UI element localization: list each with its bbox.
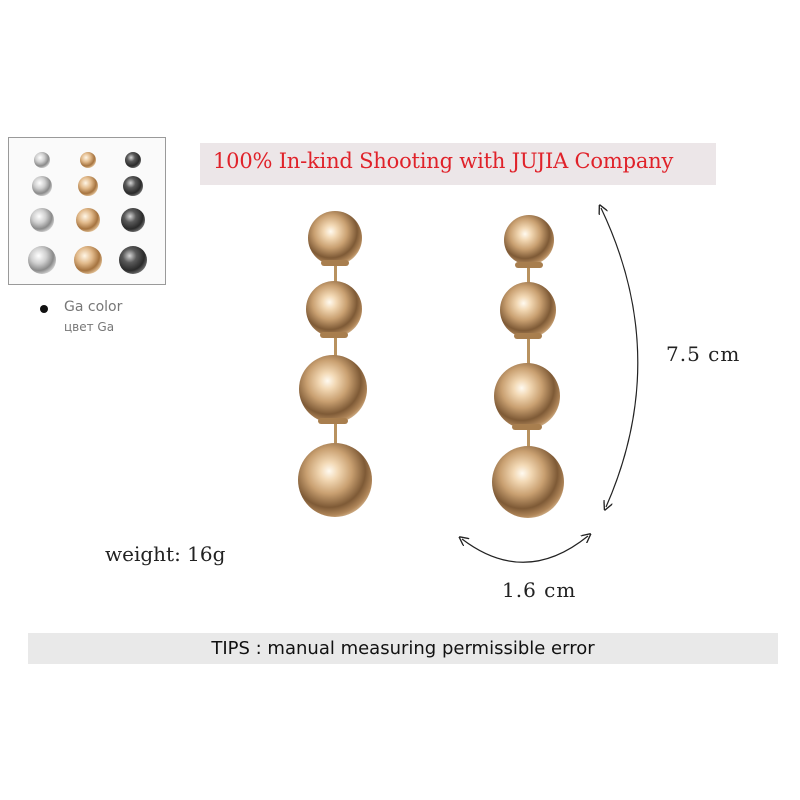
swatch-gold	[74, 152, 102, 274]
swatch-earrings-image	[28, 152, 147, 274]
length-label: 7.5 cm	[666, 342, 741, 366]
color-name: Ga color	[64, 299, 123, 315]
earring-left	[298, 211, 372, 517]
earring-right	[492, 215, 564, 518]
swatch-silver	[28, 152, 56, 274]
banner: 100% In-kind Shooting with JUJIA Company	[200, 143, 716, 185]
banner-text: 100% In-kind Shooting with JUJIA Company	[213, 149, 674, 173]
swatch-gunmetal	[119, 152, 147, 274]
tips-text: TIPS : manual measuring permissible erro…	[211, 638, 595, 659]
tips-bar: TIPS : manual measuring permissible erro…	[28, 633, 778, 664]
weight-label: weight: 16g	[105, 542, 226, 566]
width-label: 1.6 cm	[502, 578, 577, 602]
selected-dot-icon	[40, 305, 48, 313]
color-name-ru: цвет Ga	[64, 320, 115, 334]
length-arrow-icon	[601, 208, 639, 507]
width-arrow-icon	[462, 536, 588, 563]
color-swatch-thumbnail[interactable]	[8, 137, 166, 285]
